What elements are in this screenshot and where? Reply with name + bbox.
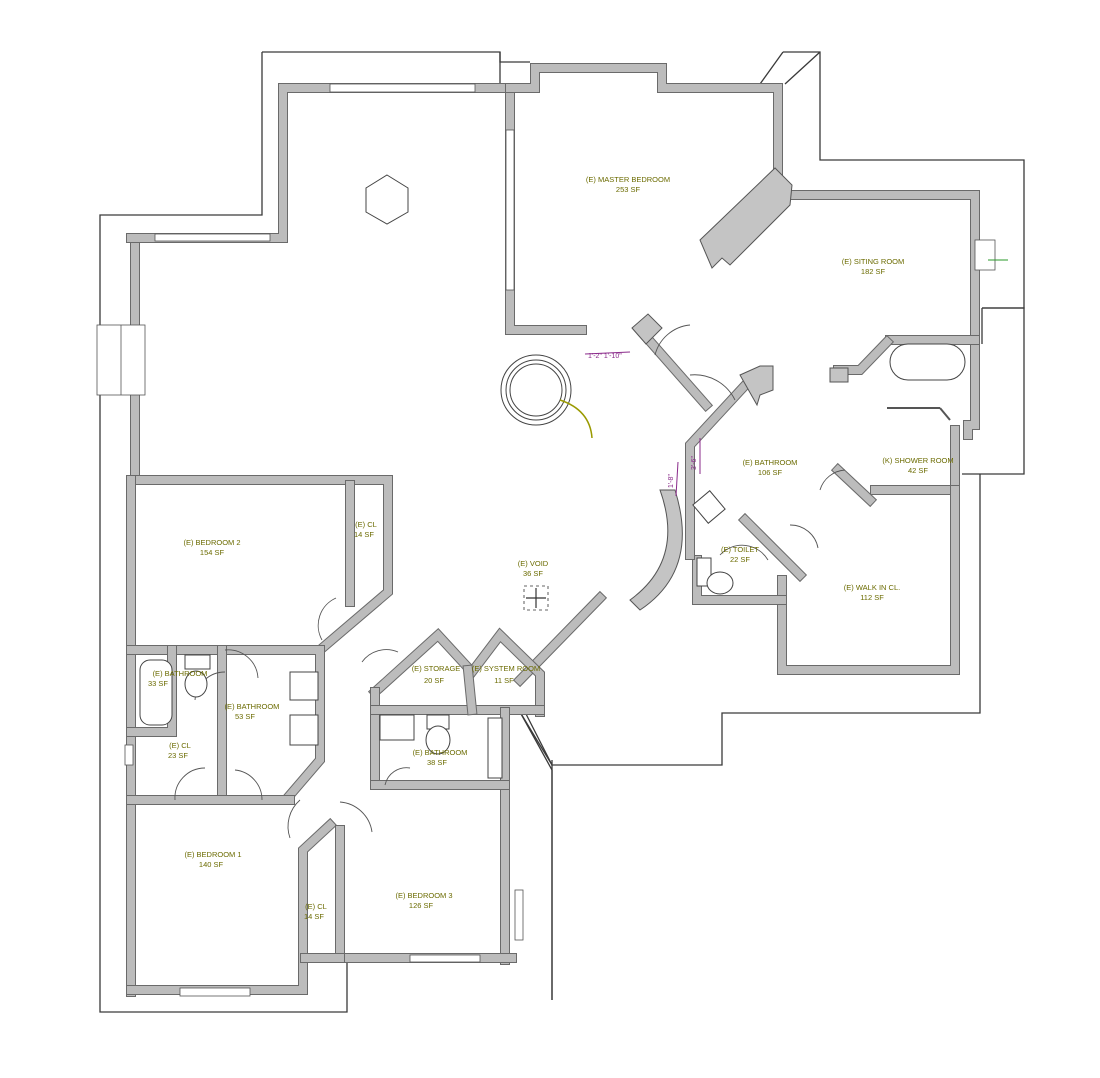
cl-b1-area: 14 SF <box>304 912 324 921</box>
bathroom-main-label: (E) BATHROOM <box>743 458 798 467</box>
void-label: (E) VOID <box>518 559 549 568</box>
toilet-label: (E) TOILET <box>721 545 759 554</box>
bathroom-left-area: 33 SF <box>148 679 168 688</box>
bathtub-icon <box>889 343 966 381</box>
system-room-label: (E) SYSTEM ROOM <box>472 664 540 673</box>
toilet-area: 22 SF <box>730 555 750 564</box>
dimension-marks: 1'-2" 1'-10" 1'-8" 3'-6" <box>584 351 701 497</box>
bedroom2-label: (E) BEDROOM 2 <box>183 538 240 547</box>
windows <box>96 83 996 997</box>
dim-a-text: 1'-2" 1'-10" <box>588 353 622 360</box>
shower-room-area: 42 SF <box>908 466 928 475</box>
walk-in-area: 112 SF <box>860 593 884 602</box>
doors <box>174 324 846 839</box>
cl-b2-area: 14 SF <box>354 530 374 539</box>
cl-hall-area: 23 SF <box>168 751 188 760</box>
storage-label: (E) STORAGE <box>412 664 461 673</box>
bathroom-center-area: 38 SF <box>427 758 447 767</box>
dim-c-text: 3'-6" <box>691 456 698 470</box>
bedroom3-area: 126 SF <box>409 901 434 910</box>
bathroom-hall-area: 53 SF <box>235 712 255 721</box>
cl-b1-label: (E) CL <box>305 902 327 911</box>
master-bedroom-label: (E) MASTER BEDROOM <box>586 175 670 184</box>
bathroom-main-area: 106 SF <box>758 468 783 477</box>
exterior-outline <box>99 51 1025 1013</box>
hexagon-feature <box>365 174 409 225</box>
fixtures <box>139 343 966 779</box>
curved-void-wall <box>629 489 683 611</box>
room-labels: (E) MASTER BEDROOM 253 SF (E) SITING ROO… <box>148 175 954 921</box>
master-bedroom-area: 253 SF <box>616 185 641 194</box>
bathroom-left-label: (E) BATHROOM <box>153 669 208 678</box>
walk-in-label: (E) WALK IN CL. <box>844 583 900 592</box>
bedroom1-area: 140 SF <box>199 860 224 869</box>
shower-room-label: (K) SHOWER ROOM <box>882 456 953 465</box>
void-marker-icon <box>523 585 549 611</box>
sitting-room-label: (E) SITING ROOM <box>842 257 905 266</box>
cl-b2-label: (E) CL <box>355 520 377 529</box>
fireplace-block <box>631 167 849 407</box>
bathroom-hall-label: (E) BATHROOM <box>225 702 280 711</box>
cl-hall-label: (E) CL <box>169 741 191 750</box>
dim-b-text: 1'-8" <box>668 474 675 488</box>
storage-area: 20 SF <box>424 676 444 685</box>
spiral-stair <box>500 354 593 439</box>
system-room-area: 11 SF <box>494 676 514 685</box>
bedroom3-label: (E) BEDROOM 3 <box>395 891 452 900</box>
void-area: 36 SF <box>523 569 543 578</box>
bathtub-left-icon <box>139 659 173 726</box>
bedroom2-area: 154 SF <box>200 548 225 557</box>
bathroom-center-label: (E) BATHROOM <box>413 748 468 757</box>
bedroom1-label: (E) BEDROOM 1 <box>184 850 241 859</box>
walls <box>126 63 980 997</box>
sitting-room-area: 182 SF <box>861 267 886 276</box>
